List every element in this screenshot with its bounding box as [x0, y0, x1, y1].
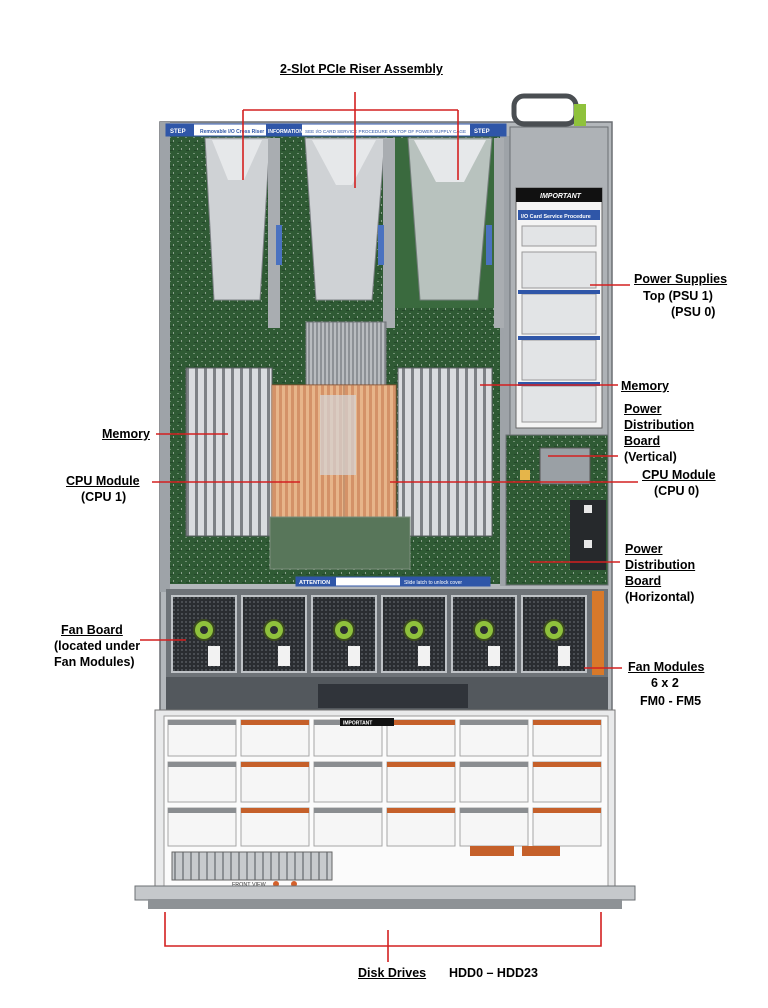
- fan-board-label: Fan Board: [61, 623, 123, 637]
- service-step-box: [167, 761, 237, 803]
- information-text: INFORMATION: [268, 129, 303, 135]
- service-important-text: IMPORTANT: [343, 721, 372, 727]
- pdb-horizontal-line3: Board: [625, 574, 662, 588]
- chipset-heatsink: [305, 321, 387, 389]
- cpu-heatsinks: [271, 384, 397, 518]
- cpu-left-label: CPU Module: [66, 474, 140, 488]
- io-card-procedure-text: I/O Card Service Procedure: [521, 214, 591, 220]
- cpu-right-sublabel: (CPU 0): [654, 484, 700, 498]
- memory-bank-left: [185, 367, 273, 537]
- service-step-box: [459, 807, 529, 847]
- service-step-box: [532, 807, 602, 847]
- service-step-box: [240, 719, 310, 757]
- fan-module: [451, 595, 517, 673]
- leader-lines: [140, 92, 638, 962]
- service-step-box: [167, 807, 237, 847]
- service-step-box: [386, 761, 456, 803]
- fan-module: [521, 595, 587, 673]
- pdb-horizontal-line4: (Horizontal): [625, 590, 695, 604]
- power-supply-cage: IMPORTANT I/O Card Service Procedure: [509, 93, 609, 436]
- service-step-box: [240, 807, 310, 847]
- fan-board-sub1: (located under: [54, 639, 141, 653]
- pdb-vertical-line4: (Vertical): [624, 450, 677, 464]
- top-label-strip: STEP Removable I/O Cross Riser INFORMATI…: [165, 123, 507, 137]
- pdb-horizontal-line1: Power: [625, 542, 663, 556]
- fan-modules-label: Fan Modules: [628, 660, 705, 674]
- fan-module: [241, 595, 307, 673]
- step-left-text: STEP: [170, 129, 186, 135]
- cpu-right-label: CPU Module: [642, 468, 716, 482]
- psu-top-label: Top (PSU 1): [643, 289, 713, 303]
- service-step-box: [532, 761, 602, 803]
- front-bezel: [134, 885, 636, 901]
- service-step-box: [313, 807, 383, 847]
- pdb-vertical-line1: Power: [624, 402, 662, 416]
- service-step-box: [386, 719, 456, 757]
- pdb-vertical-line3: Board: [624, 434, 661, 448]
- service-step-box: [532, 719, 602, 757]
- cpu-left-sublabel: (CPU 1): [81, 490, 127, 504]
- service-step-box: [240, 761, 310, 803]
- fan-board-sub2: Fan Modules): [54, 655, 135, 669]
- service-step-box: [459, 761, 529, 803]
- pcie-riser-assembly: [204, 137, 504, 328]
- cpu-socket-area: [269, 516, 411, 570]
- fan-module: [381, 595, 447, 673]
- fan-modules-count: 6 x 2: [651, 676, 679, 690]
- disk-drives-range: HDD0 – HDD23: [449, 966, 538, 980]
- top-cover-service-label: IMPORTANT FRONT VIEW: [154, 709, 616, 891]
- power-distribution-area: [505, 434, 609, 586]
- pdb-horizontal-line2: Distribution: [625, 558, 696, 572]
- fan-modules-range: FM0 - FM5: [640, 694, 702, 708]
- pdb-vertical-line2: Distribution: [624, 418, 695, 432]
- riser-assembly-label: 2-Slot PCIe Riser Assembly: [280, 62, 443, 76]
- memory-left-label: Memory: [102, 427, 150, 441]
- fan-module: [171, 595, 237, 673]
- disk-drives-label: Disk Drives: [358, 966, 427, 980]
- slide-latch-text: Slide latch to unlock cover: [404, 580, 462, 586]
- front-view-text: FRONT VIEW: [232, 882, 267, 888]
- fan-module-row: [166, 589, 608, 677]
- memory-right-label: Memory: [621, 379, 669, 393]
- psu-important-text: IMPORTANT: [540, 193, 582, 200]
- service-step-box: [459, 719, 529, 757]
- riser-tag-text: Removable I/O Cross Riser: [200, 129, 264, 135]
- service-step-box: [386, 807, 456, 847]
- psu-bottom-label: (PSU 0): [671, 305, 716, 319]
- attention-strip: ATTENTION Slide latch to unlock cover: [295, 576, 491, 587]
- memory-bank-right: [397, 367, 493, 537]
- step-right-text: STEP: [474, 129, 490, 135]
- info-detail-text: SEE I/O CARD SERVICE PROCEDURE ON TOP OF…: [305, 129, 466, 134]
- service-step-box: [313, 761, 383, 803]
- fan-module: [311, 595, 377, 673]
- service-step-box: [167, 719, 237, 757]
- attention-text: ATTENTION: [299, 580, 330, 586]
- power-supplies-label: Power Supplies: [634, 272, 728, 286]
